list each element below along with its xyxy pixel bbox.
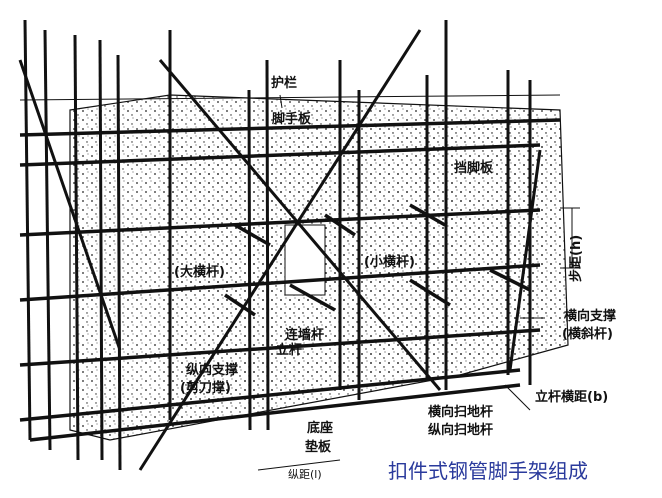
label-transverse-spacing: 立杆横距(b): [535, 389, 608, 405]
label-diagonal-bar: (横斜杆): [562, 326, 613, 342]
ledgers: [19, 94, 561, 442]
label-upright: 立杆: [276, 342, 302, 358]
label-transverse-sweep: 横向扫地杆: [428, 404, 493, 420]
label-wall-tie: 连墙杆: [285, 327, 324, 343]
label-longitudinal-spacing: 纵距(l): [288, 468, 322, 481]
label-step-distance: 步距(h): [568, 235, 584, 282]
label-base: 底座: [307, 420, 333, 436]
label-toe-board: 挡脚板: [454, 160, 494, 176]
label-scaffold-board: 脚手板: [272, 111, 312, 127]
label-small-crossbar: (小横杆): [364, 254, 415, 270]
diagram-title: 扣件式钢管脚手架组成: [388, 459, 588, 483]
label-pad: 垫板: [305, 439, 332, 455]
dimension-lines: [257, 94, 580, 471]
braces: [18, 29, 542, 471]
label-longitudinal-brace: 纵向支撑: [186, 362, 238, 378]
label-longitudinal-sweep: 纵向扫地杆: [428, 422, 493, 438]
label-guardrail: 护栏: [271, 75, 297, 91]
label-transverse-brace: 横向支撑: [564, 308, 616, 324]
label-large-crossbar: (大横杆): [174, 264, 225, 280]
transoms: [224, 203, 531, 317]
label-scissor-brace: (剪刀撑): [180, 380, 231, 396]
